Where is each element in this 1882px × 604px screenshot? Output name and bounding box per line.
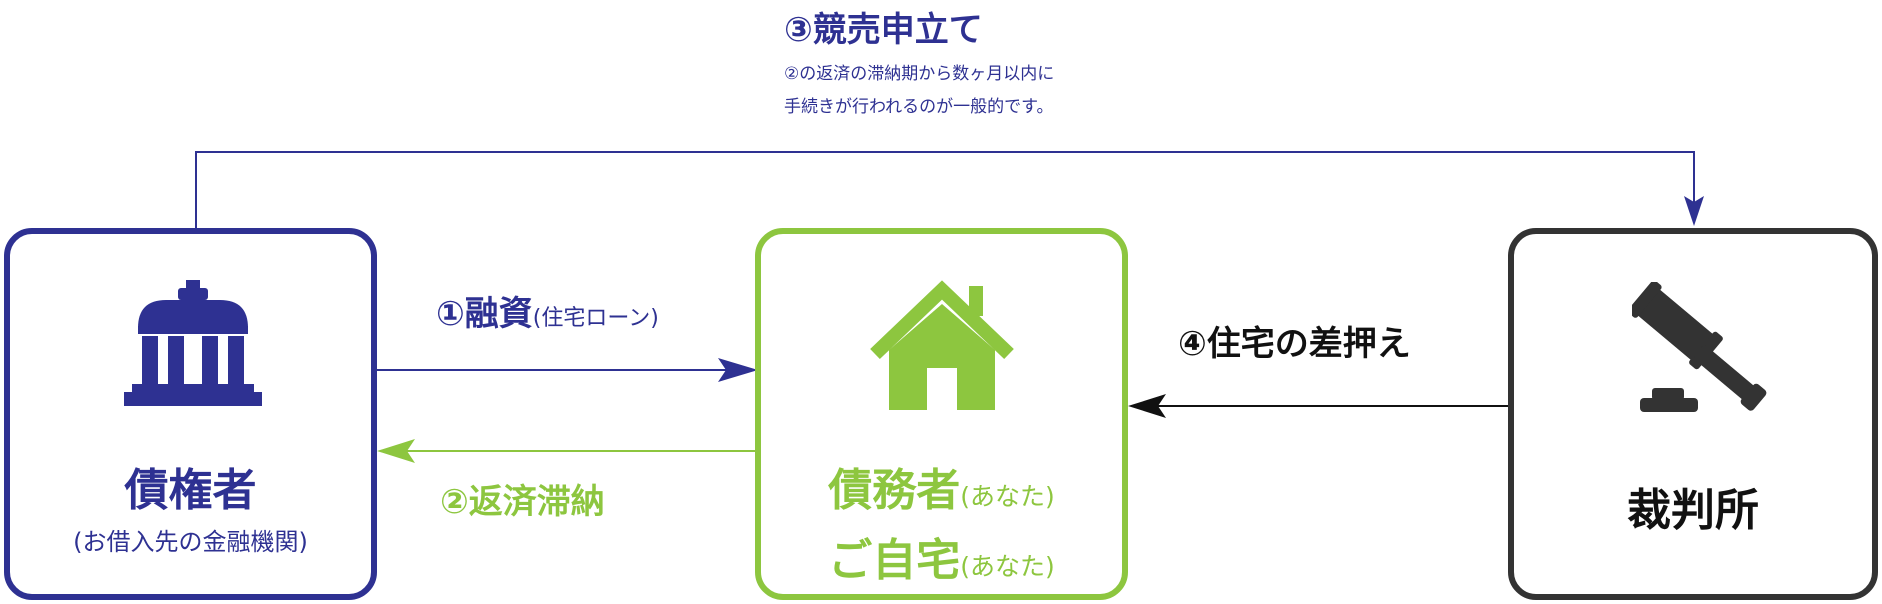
auction-step-title: ③競売申立て bbox=[784, 10, 983, 50]
loan-arrowhead bbox=[718, 358, 758, 382]
bank-icon bbox=[124, 280, 262, 406]
loan-step-suffix: (住宅ローン) bbox=[532, 306, 659, 331]
court-node: 裁判所 bbox=[1508, 228, 1878, 600]
debtor-home-text: ご自宅 bbox=[828, 535, 961, 586]
gavel-icon bbox=[1632, 282, 1767, 412]
loan-step-title: ①融資 bbox=[436, 294, 533, 334]
loan-step-label: ①融資(住宅ローン) bbox=[436, 286, 659, 335]
seizure-arrowhead bbox=[1128, 394, 1166, 418]
debtor-name-text: 債務者 bbox=[828, 465, 961, 516]
debtor-home-suffix: (あなた) bbox=[960, 552, 1055, 581]
auction-connector bbox=[195, 151, 1695, 228]
creditor-node: 債権者 (お借入先の金融機関) bbox=[4, 228, 377, 600]
court-name: 裁判所 bbox=[1627, 485, 1759, 536]
creditor-name: 債権者 bbox=[124, 465, 257, 516]
creditor-subtitle: (お借入先の金融機関) bbox=[73, 528, 308, 556]
debtor-home: ご自宅(あなた) bbox=[761, 524, 1122, 588]
auction-note-line-2: 手続きが行われるのが一般的です。 bbox=[784, 97, 1054, 117]
debtor-name: 債務者(あなた) bbox=[761, 454, 1122, 518]
default-arrowhead bbox=[377, 439, 415, 463]
auction-arrowhead bbox=[1684, 196, 1704, 226]
auction-step-note: ②の返済の滞納期から数ヶ月以内に 手続きが行われるのが一般的です。 bbox=[784, 58, 1144, 124]
default-step-label: ②返済滞納 bbox=[440, 482, 605, 522]
debtor-name-suffix: (あなた) bbox=[960, 482, 1055, 511]
debtor-node: 債務者(あなた) ご自宅(あなた) bbox=[755, 228, 1128, 600]
auction-note-line-1: ②の返済の滞納期から数ヶ月以内に bbox=[784, 64, 1055, 84]
seizure-step-label: ④住宅の差押え bbox=[1178, 324, 1411, 364]
house-icon bbox=[870, 280, 1014, 410]
